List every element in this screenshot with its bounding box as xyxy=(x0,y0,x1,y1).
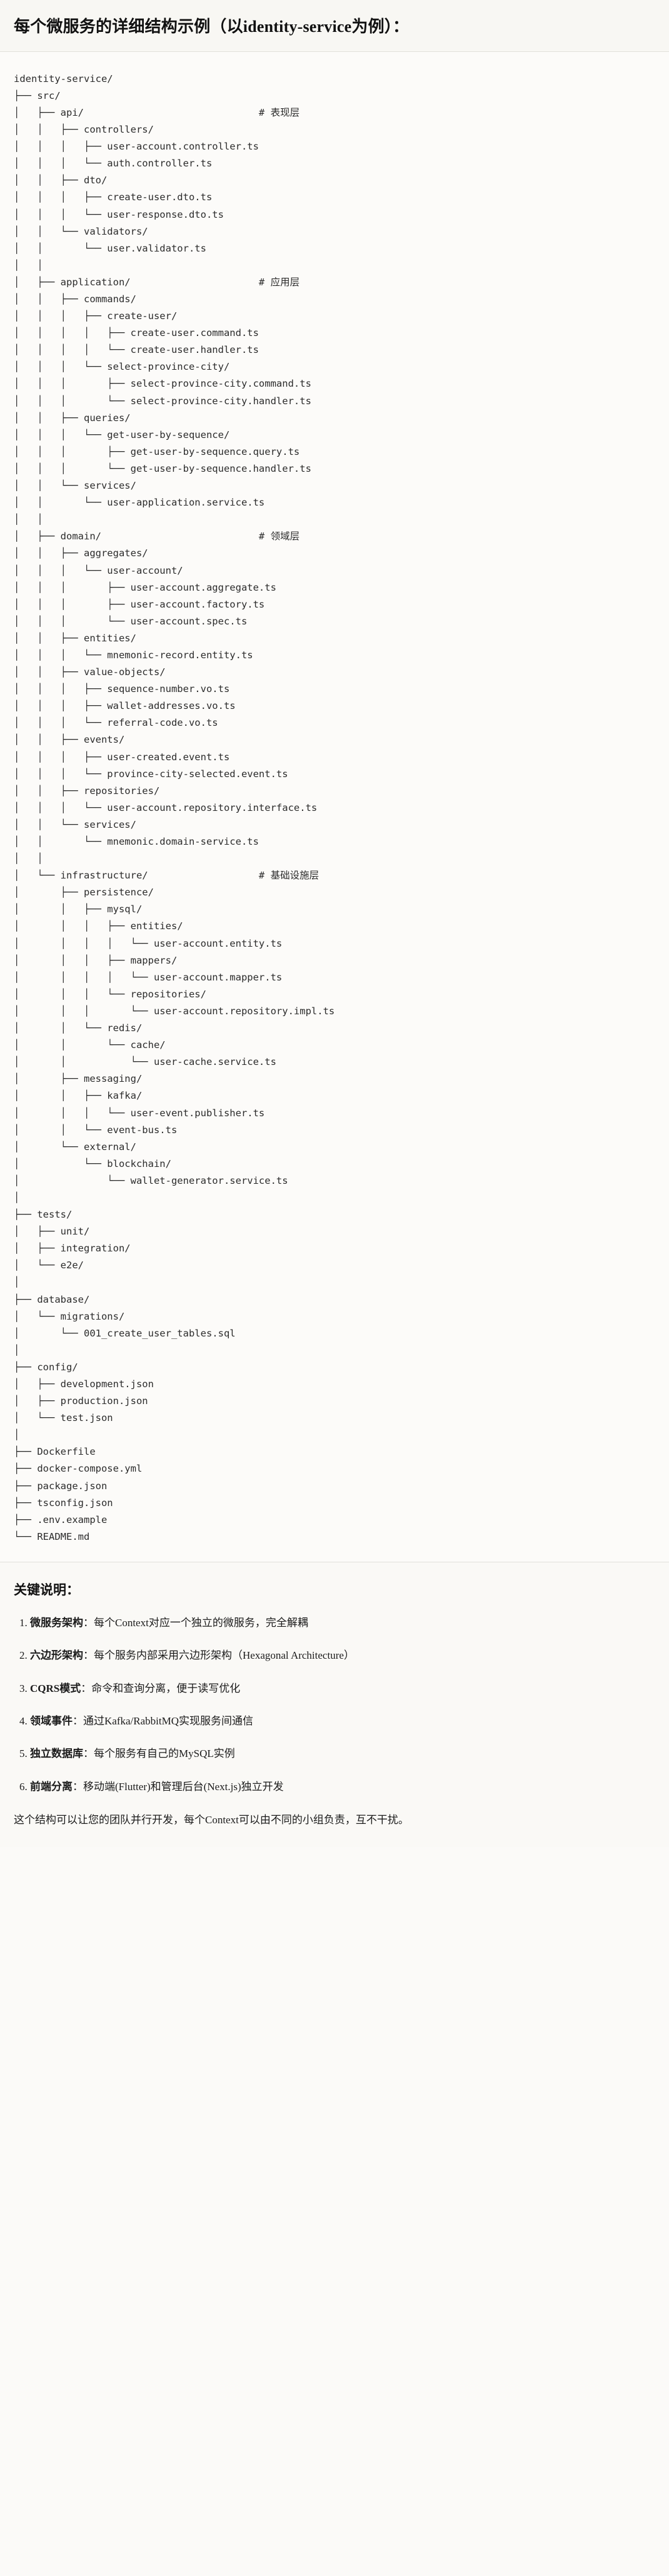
note-text: 每个服务有自己的MySQL实例 xyxy=(94,1748,235,1760)
note-sep: ： xyxy=(83,1616,94,1629)
note-text: 命令和查询分离，便于读写优化 xyxy=(91,1682,241,1694)
list-item: 前端分离：移动端(Flutter)和管理后台(Next.js)独立开发 xyxy=(30,1779,655,1795)
note-key: 微服务架构 xyxy=(30,1616,83,1629)
note-key: 独立数据库 xyxy=(30,1748,83,1760)
list-item: 六边形架构：每个服务内部采用六边形架构（Hexagonal Architectu… xyxy=(30,1647,655,1664)
list-item: 微服务架构：每个Context对应一个独立的微服务，完全解耦 xyxy=(30,1615,655,1631)
note-text: 通过Kafka/RabbitMQ实现服务间通信 xyxy=(83,1714,253,1727)
note-sep: ： xyxy=(83,1649,94,1662)
note-sep: ： xyxy=(73,1714,83,1727)
note-sep: ： xyxy=(73,1780,83,1793)
key-notes-section: 关键说明： 微服务架构：每个Context对应一个独立的微服务，完全解耦 六边形… xyxy=(0,1562,669,1848)
list-item: 领域事件：通过Kafka/RabbitMQ实现服务间通信 xyxy=(30,1713,655,1729)
directory-tree: identity-service/ ├── src/ │ ├── api/ # … xyxy=(14,73,335,1542)
directory-tree-block: identity-service/ ├── src/ │ ├── api/ # … xyxy=(0,51,669,1562)
closing-paragraph: 这个结构可以让您的团队并行开发，每个Context可以由不同的小组负责，互不干扰… xyxy=(14,1814,409,1826)
page-header: 每个微服务的详细结构示例（以identity-service为例）： xyxy=(0,0,669,52)
note-text: 移动端(Flutter)和管理后台(Next.js)独立开发 xyxy=(83,1780,284,1793)
note-key: 前端分离 xyxy=(30,1780,73,1793)
note-key: CQRS模式 xyxy=(30,1682,81,1694)
note-key: 领域事件 xyxy=(30,1714,73,1727)
note-text: 每个服务内部采用六边形架构（Hexagonal Architecture） xyxy=(94,1649,355,1662)
note-text: 每个Context对应一个独立的微服务，完全解耦 xyxy=(94,1616,308,1629)
list-item: 独立数据库：每个服务有自己的MySQL实例 xyxy=(30,1746,655,1762)
note-key: 六边形架构 xyxy=(30,1649,83,1662)
note-sep: ： xyxy=(81,1682,92,1694)
list-item: CQRS模式：命令和查询分离，便于读写优化 xyxy=(30,1681,655,1697)
page-root: 每个微服务的详细结构示例（以identity-service为例）： ident… xyxy=(0,0,669,1847)
page-title: 每个微服务的详细结构示例（以identity-service为例）： xyxy=(14,18,410,36)
key-notes-list: 微服务架构：每个Context对应一个独立的微服务，完全解耦 六边形架构：每个服… xyxy=(14,1615,655,1795)
key-notes-heading: 关键说明： xyxy=(14,1582,79,1597)
note-sep: ： xyxy=(83,1748,94,1760)
